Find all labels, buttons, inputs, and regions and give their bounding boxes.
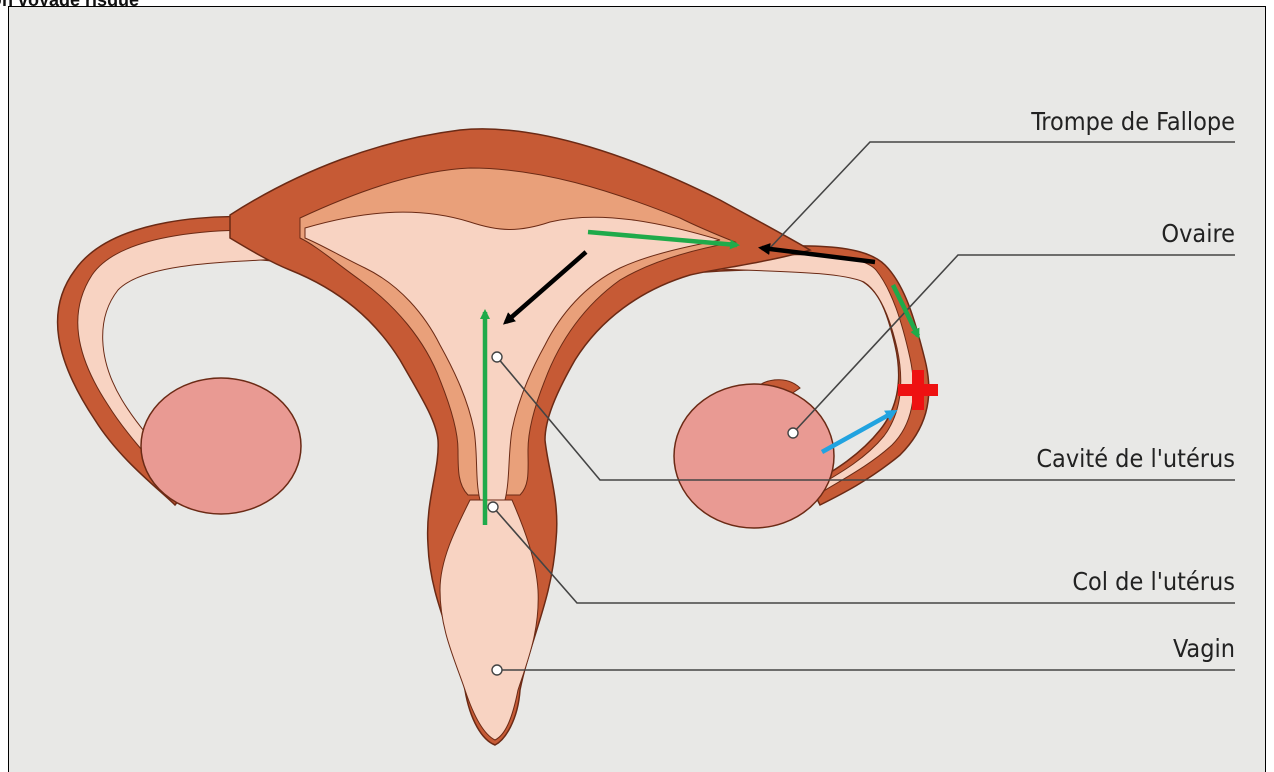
right-ovary bbox=[674, 380, 834, 528]
left-ovary bbox=[141, 378, 301, 514]
label-fallopian-tube: Trompe de Fallope bbox=[1030, 107, 1235, 136]
label-uterine-cavity: Cavité de l'utérus bbox=[1036, 444, 1235, 473]
pin-cervix bbox=[488, 502, 498, 512]
pin-vagina bbox=[492, 665, 502, 675]
pin-uterine-cavity bbox=[492, 352, 502, 362]
label-cervix: Col de l'utérus bbox=[1072, 567, 1235, 596]
leader-ovary bbox=[793, 255, 1235, 433]
label-vagina: Vagin bbox=[1173, 634, 1235, 663]
vaginal-canal bbox=[440, 500, 538, 740]
pin-ovary bbox=[788, 428, 798, 438]
label-ovary: Ovaire bbox=[1161, 219, 1235, 248]
